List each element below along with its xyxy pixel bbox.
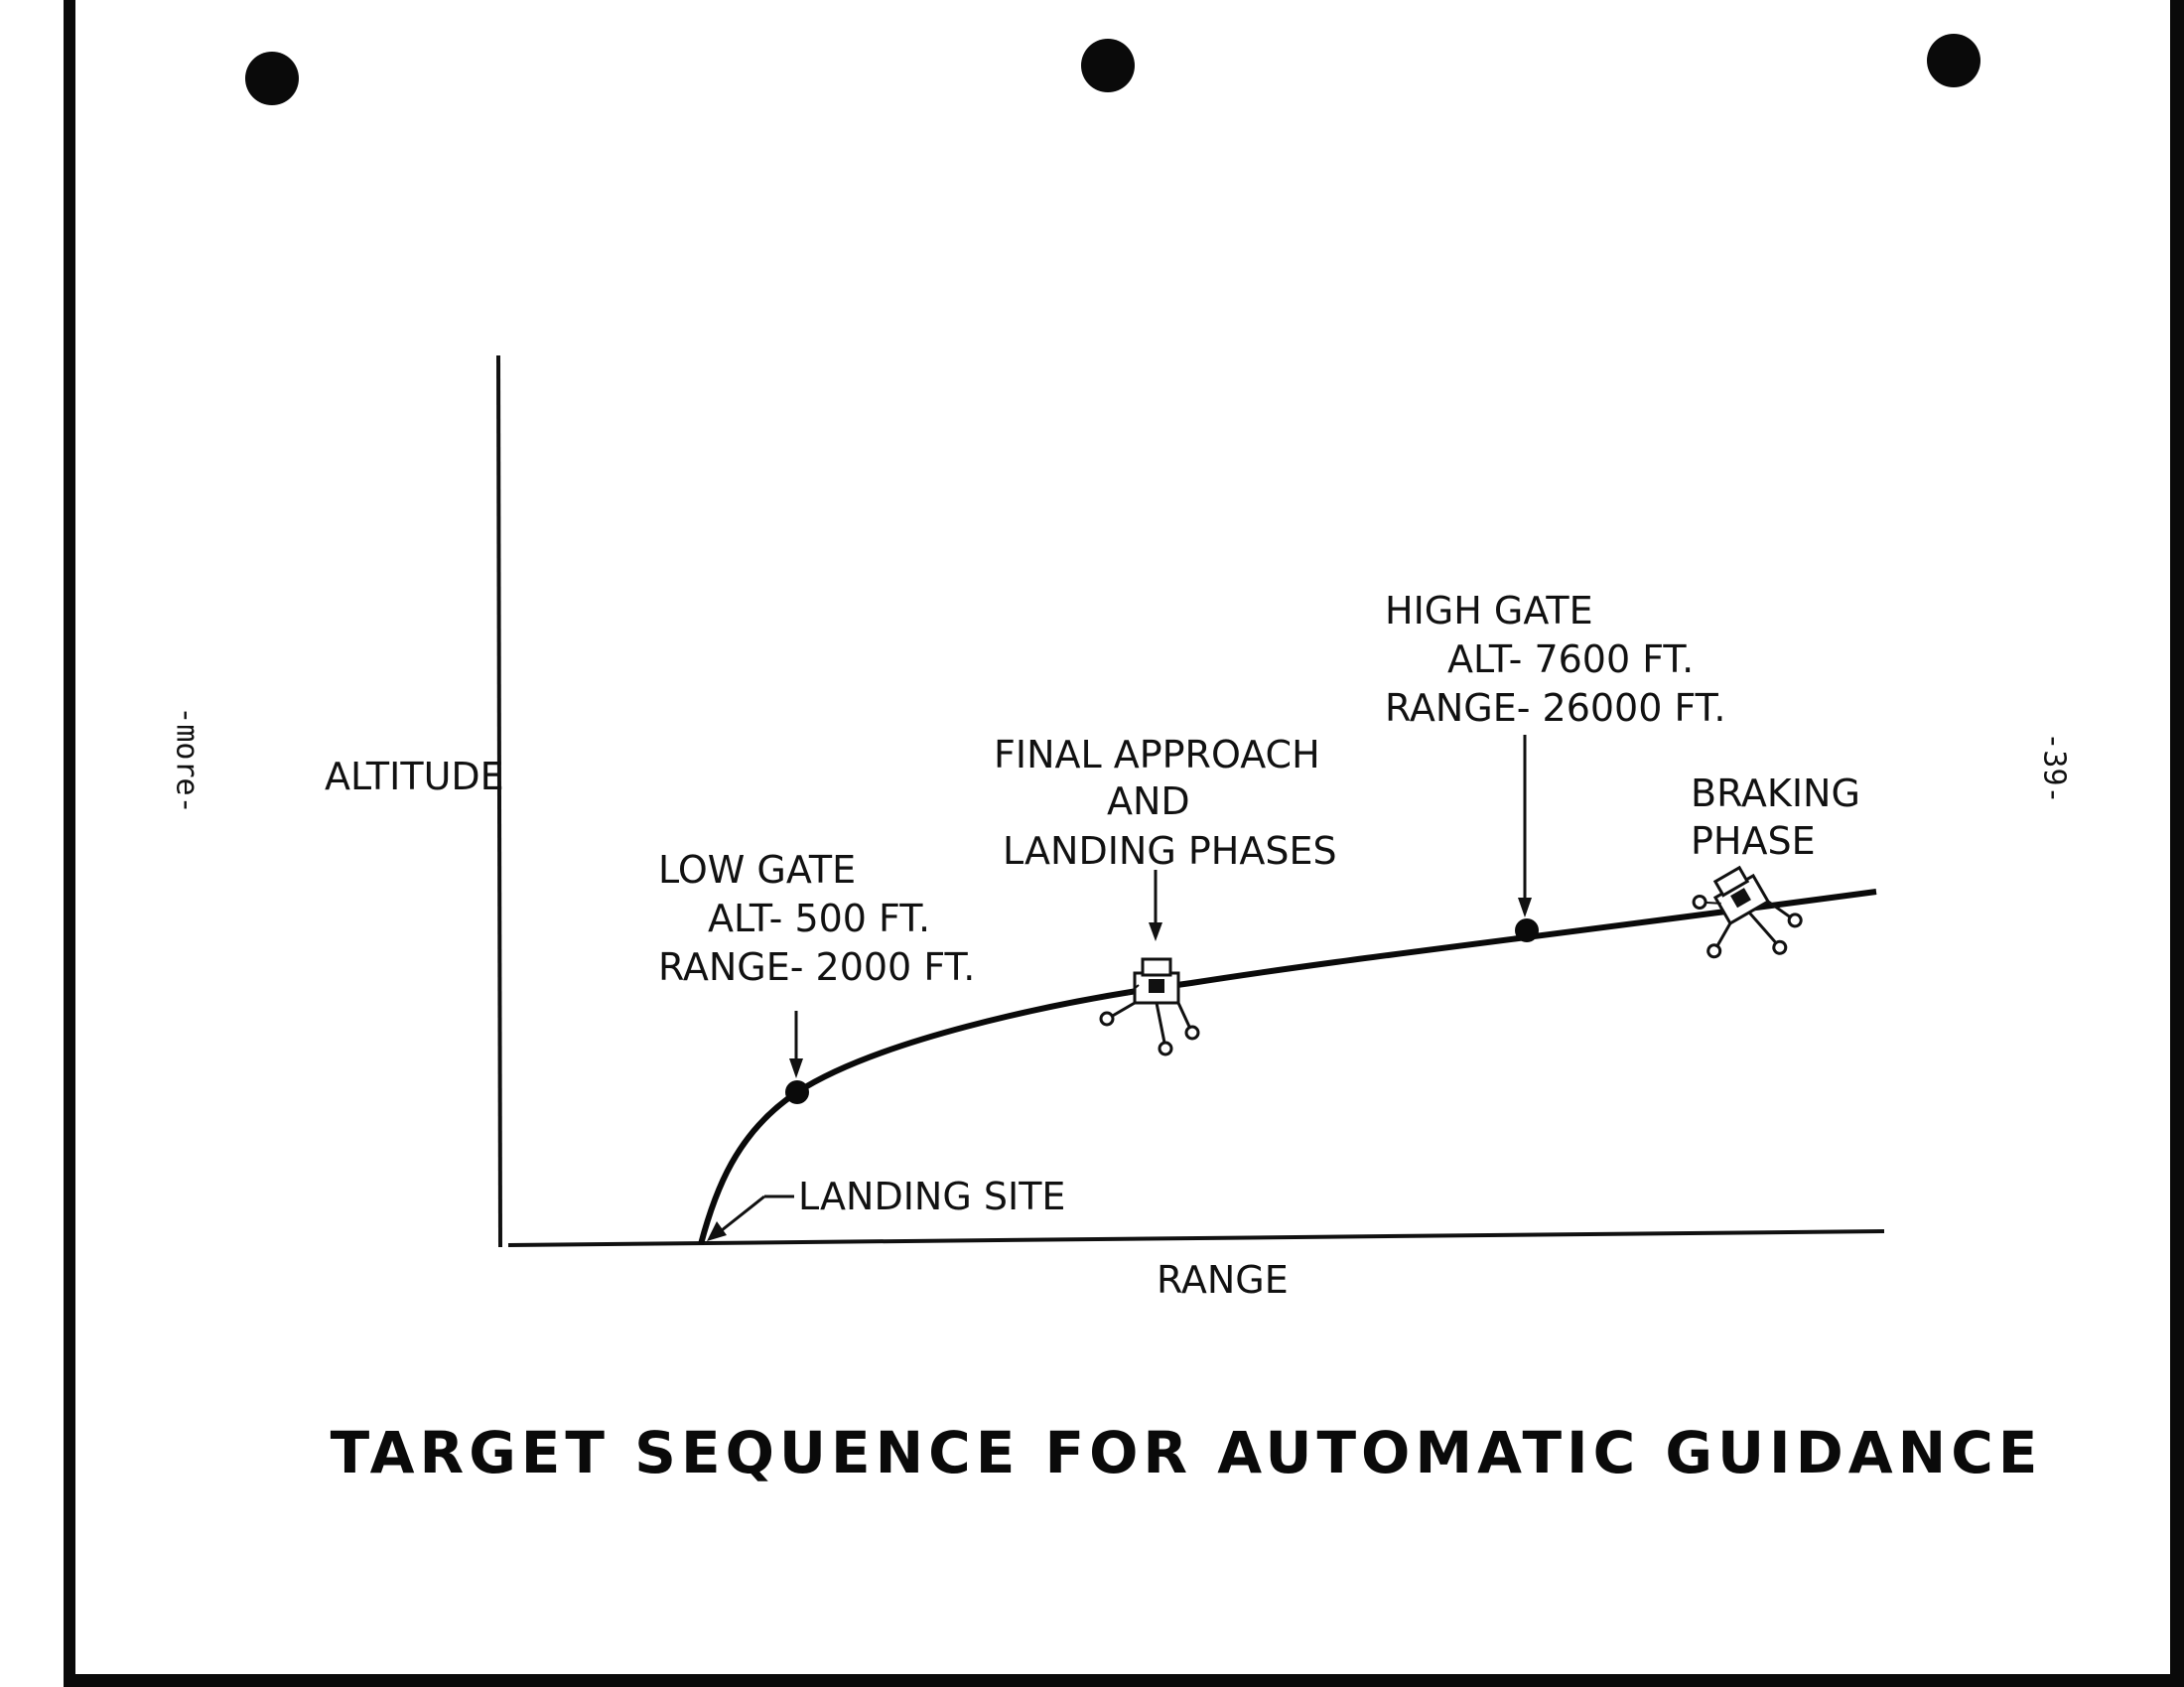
low-gate-range: RANGE- 2000 FT. <box>658 945 975 989</box>
x-axis-label: RANGE <box>1157 1258 1289 1302</box>
y-axis-line <box>496 354 502 1248</box>
low-gate-altitude: ALT- 500 FT. <box>708 897 930 940</box>
page-border-bottom <box>64 1674 2184 1687</box>
high-gate-title: HIGH GATE <box>1385 589 1593 633</box>
low-gate-title: LOW GATE <box>658 848 856 892</box>
lunar-module-icon <box>1692 865 1803 959</box>
lunar-module-icon <box>1099 957 1200 1056</box>
page-border-left <box>64 0 75 1687</box>
high-gate-arrow <box>1518 735 1532 917</box>
landing-site-arrow <box>707 1195 794 1241</box>
landing-site-label: LANDING SITE <box>798 1175 1065 1218</box>
x-axis-line <box>507 1229 1885 1247</box>
braking-phase-line2: PHASE <box>1691 819 1816 863</box>
punch-hole-left <box>245 52 299 105</box>
diagram-title: TARGET SEQUENCE FOR AUTOMATIC GUIDANCE <box>331 1419 2043 1486</box>
low-gate-arrow <box>789 1011 803 1078</box>
page-border-right <box>2170 0 2184 1687</box>
low-gate-marker <box>785 1080 809 1104</box>
high-gate-altitude: ALT- 7600 FT. <box>1447 637 1694 681</box>
high-gate-range: RANGE- 26000 FT. <box>1385 686 1725 730</box>
high-gate-marker <box>1515 918 1539 942</box>
final-approach-arrow <box>1149 870 1162 941</box>
y-axis-label: ALTITUDE <box>325 755 504 798</box>
punch-hole-center <box>1081 39 1135 92</box>
final-approach-line1: FINAL APPROACH <box>994 733 1320 776</box>
final-approach-line3: LANDING PHASES <box>1003 829 1337 873</box>
braking-phase-line1: BRAKING <box>1691 772 1860 815</box>
final-approach-line2: AND <box>1107 779 1190 823</box>
punch-hole-right <box>1927 34 1980 87</box>
